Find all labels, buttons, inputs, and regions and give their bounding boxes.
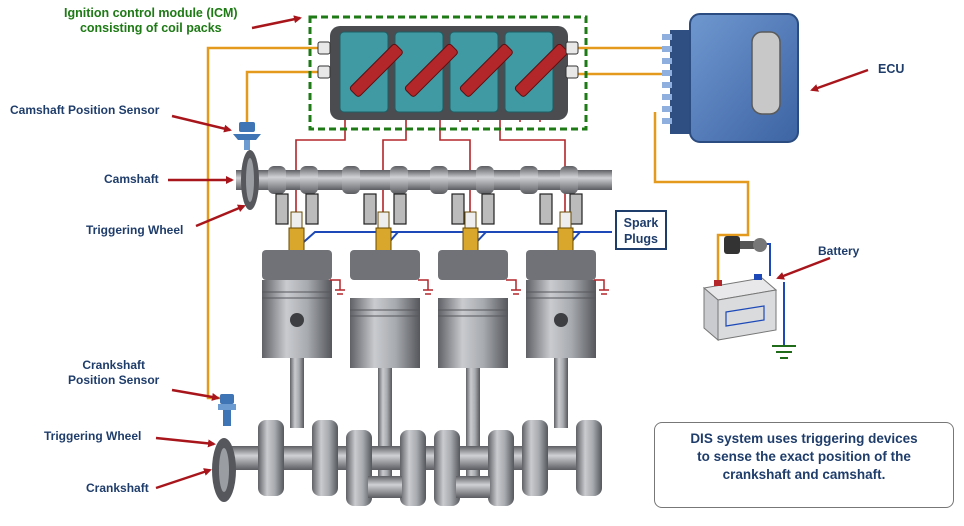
coil-pack-icon [339,31,568,113]
note-line3: crankshaft and camshaft. [722,467,886,482]
battery-label: Battery [818,244,860,258]
ground-icon [772,345,796,359]
cam-triggering-wheel-label: Triggering Wheel [86,223,184,237]
crank-sensor-line1: Crankshaft [82,358,146,372]
ecu-label: ECU [878,62,905,76]
icm-label-line2: consisting of coil packs [79,21,222,35]
note-line1: DIS system uses triggering devices [690,431,918,446]
camshaft-label: Camshaft [104,172,159,186]
icm-label: Ignition control module (ICM) consisting… [64,6,238,36]
camshaft [236,150,612,210]
ignition-control-module [308,15,588,131]
sensor-icon [233,122,261,150]
note-line2: to sense the exact position of the [697,449,911,464]
dis-description-note: DIS system uses triggering devices to se… [654,422,954,508]
battery-icon [702,274,778,342]
camshaft-sensor-label: Camshaft Position Sensor [10,103,160,117]
crankshaft-label: Crankshaft [86,481,149,495]
crankshaft-sensor-label: Crankshaft Position Sensor [68,358,159,388]
spark-label-line1: Spark [623,216,659,230]
valve-springs [275,193,583,225]
spark-label-line2: Plugs [623,232,659,246]
icm-label-line1: Ignition control module (ICM) [64,6,238,20]
spark-plugs-label: Spark Plugs [615,210,667,250]
ignition-key-icon [724,236,767,254]
ecu-icon [662,13,799,143]
pointer-arrows [155,15,869,490]
crank-triggering-wheel-label: Triggering Wheel [44,429,142,443]
crank-sensor-line2: Position Sensor [68,373,160,387]
ground-icon [330,279,609,295]
crankshaft [212,420,602,506]
sensor-icon [218,394,236,426]
